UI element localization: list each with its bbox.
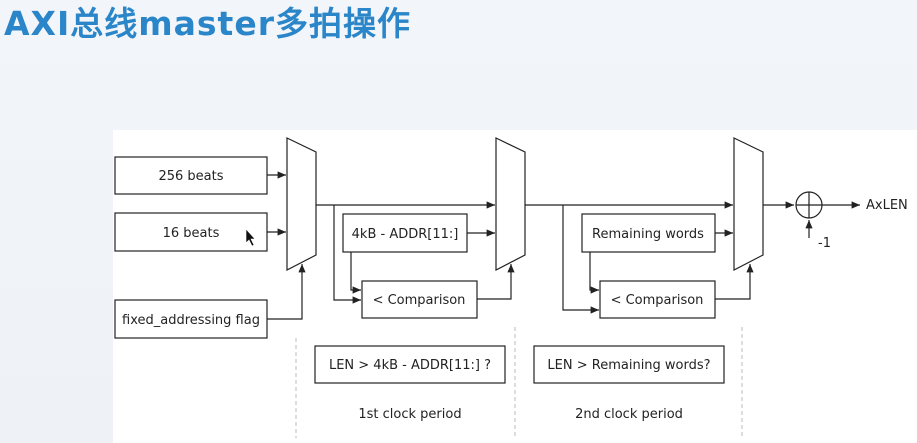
page-title: AXI总线master多拍操作 <box>4 4 411 43</box>
input-256-beats-label: 256 beats <box>158 169 223 184</box>
fixed-flag-label: fixed_addressing flag <box>122 313 260 328</box>
compare-2-box <box>599 280 716 319</box>
condition-2-box <box>533 345 725 384</box>
mux-1 <box>286 137 317 271</box>
input-16-beats-label: 16 beats <box>163 226 220 241</box>
condition-2-label: LEN > Remaining words? <box>547 358 710 373</box>
period-1-label: 1st clock period <box>358 407 461 422</box>
mux-3 <box>733 137 764 271</box>
mux-2 <box>495 137 526 271</box>
remaining-words-label: Remaining words <box>592 227 704 242</box>
addr-4kb-label: 4kB - ADDR[11:] <box>352 227 459 242</box>
period-2-label: 2nd clock period <box>575 407 683 422</box>
input-256-beats-box <box>114 156 268 195</box>
compare-2-label: < Comparison <box>611 293 704 308</box>
condition-1-box <box>314 345 506 384</box>
axlen-label: AxLEN <box>866 198 908 213</box>
remaining-words-box <box>581 213 716 253</box>
adder-minus-one-label: -1 <box>818 236 831 251</box>
compare-1-label: < Comparison <box>373 293 466 308</box>
mouse-cursor-icon <box>245 228 256 247</box>
condition-1-label: LEN > 4kB - ADDR[11:] ? <box>329 358 491 373</box>
